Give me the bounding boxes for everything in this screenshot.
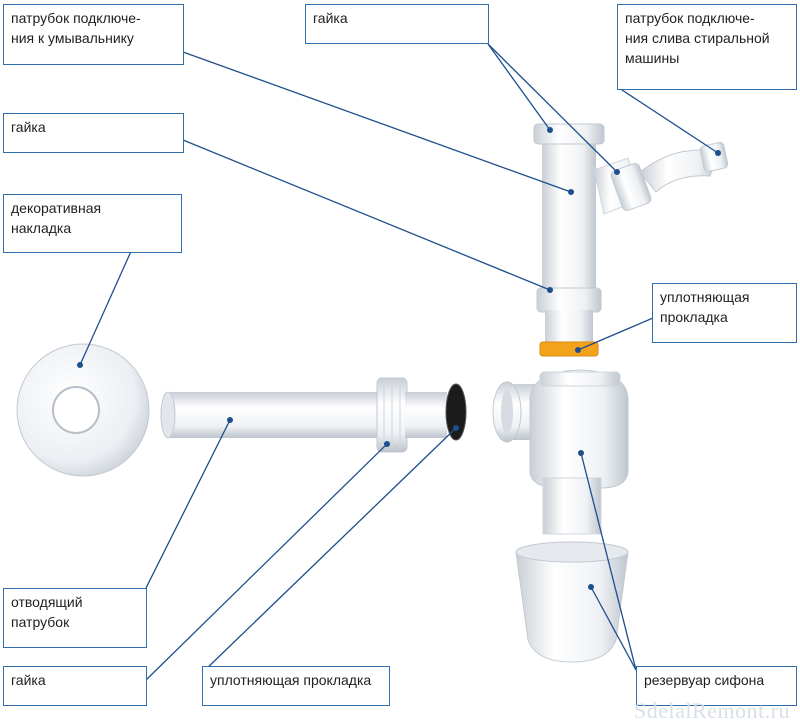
label-decor-cap: декоративная накладка xyxy=(3,194,182,253)
black-gasket xyxy=(445,383,467,441)
watermark: SdelalRemont.ru xyxy=(634,698,790,723)
label-nut-left: гайка xyxy=(3,113,184,153)
label-gasket-right: уплотняющая прокладка xyxy=(652,283,797,343)
siphon-body xyxy=(492,369,629,535)
label-drain-pipe: отводящий патрубок xyxy=(3,588,147,648)
label-basin-outlet: патрубок подключе- ния к умывальнику xyxy=(3,4,184,65)
label-nut-top: гайка xyxy=(305,4,489,44)
drain-nut xyxy=(376,377,447,453)
decorative-cap xyxy=(16,343,150,477)
leader-lines xyxy=(79,43,719,681)
drain-pipe xyxy=(160,391,390,439)
siphon-reservoir xyxy=(515,541,629,663)
inlet-pipe xyxy=(533,123,605,357)
washer-branch xyxy=(593,142,729,215)
label-nut-bottom: гайка xyxy=(3,666,147,706)
label-washer-outlet: патрубок подключе- ния слива стиральной … xyxy=(617,4,797,90)
label-gasket-bottom: уплотняющая прокладка xyxy=(202,666,390,706)
label-reservoir: резервуар сифона xyxy=(636,666,797,706)
leader-endpoints xyxy=(77,127,721,590)
